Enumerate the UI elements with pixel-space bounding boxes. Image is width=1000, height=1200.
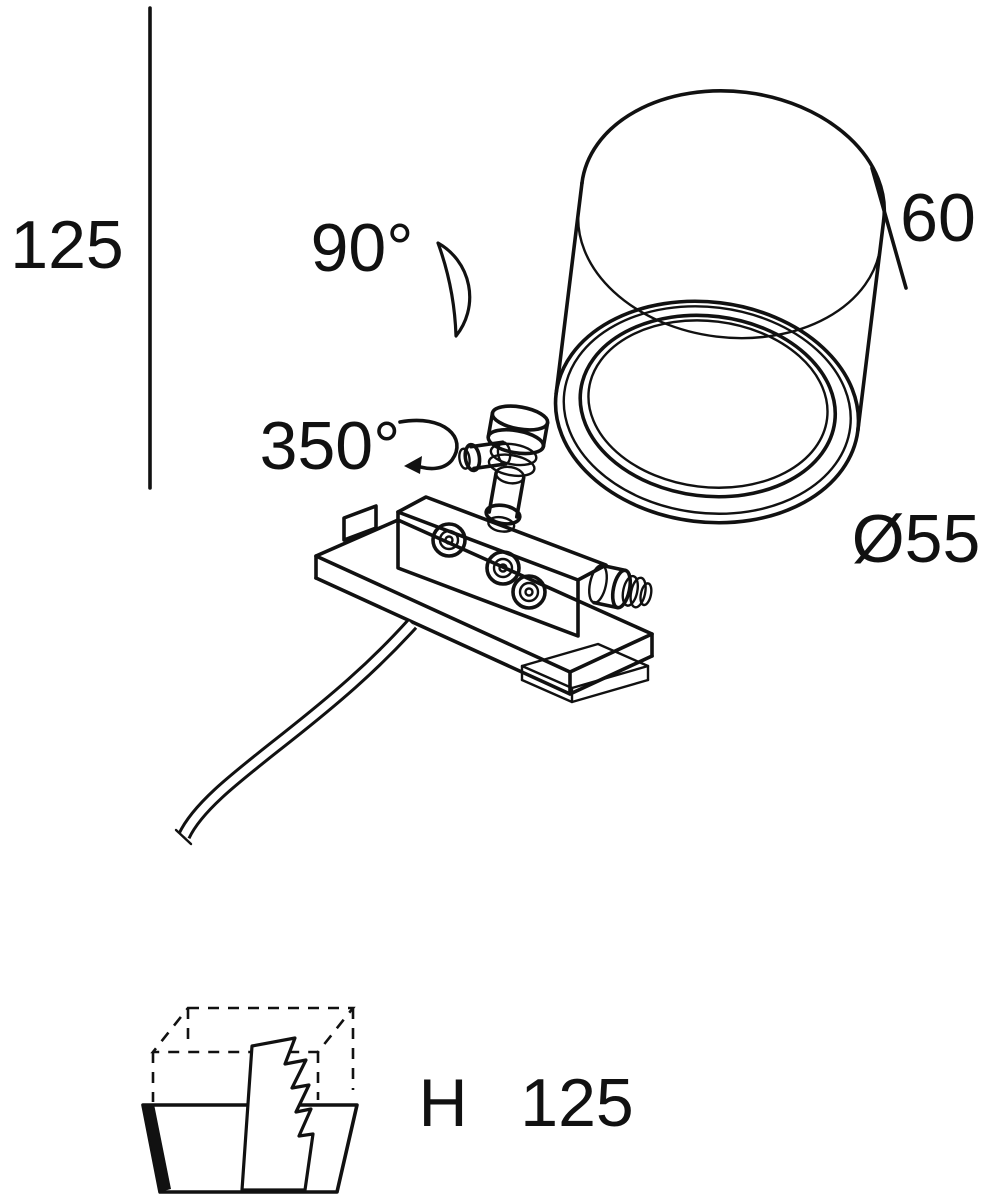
screw-outer [485, 550, 521, 586]
pivot-ridge [487, 453, 536, 478]
base-plate-tab [342, 504, 378, 542]
bracket-top-edge [396, 495, 608, 582]
cylinder-opening-ring [553, 299, 861, 525]
tilt-angle-arc [436, 241, 472, 338]
screw-center [524, 587, 534, 597]
bolt-washer [463, 442, 482, 473]
length-dimension: 60 [870, 166, 976, 290]
pivot-stem-top [494, 465, 525, 485]
bolt-head [458, 447, 471, 470]
recess-icon [141, 1006, 359, 1194]
opening-rim-inner-edge [562, 305, 852, 515]
height-label: 125 [10, 207, 123, 283]
screw-inner [518, 581, 540, 603]
recess-symbol-label: H [418, 1065, 467, 1141]
cutout-strip [240, 1036, 315, 1192]
pivot-side-bolt [458, 440, 512, 473]
connector-box-sides [520, 664, 650, 704]
pivot-joint [484, 404, 550, 533]
base-plate [314, 504, 654, 696]
mounting-bracket [396, 495, 608, 638]
rotation-arrow-arc [398, 418, 459, 471]
locking-knob [588, 563, 653, 610]
rotation-angle-label: 350° [260, 408, 401, 484]
cable-core [180, 621, 415, 838]
bolt-body-end [496, 440, 512, 466]
length-tick-line [870, 166, 908, 290]
ceiling-panel-edge [143, 1104, 171, 1192]
pivot-collar-bottom [486, 427, 546, 456]
cylinder-back-cap [580, 89, 887, 222]
screw-outer [511, 574, 547, 610]
opening-outer-rim [553, 299, 861, 525]
pivot-ridge [489, 442, 538, 467]
recess-height-dimension: H 125 [418, 1065, 633, 1141]
opening-bore-rim [578, 313, 838, 499]
recess-height-label: 125 [520, 1065, 633, 1141]
knob-ridge [629, 576, 647, 609]
knob-ridge [621, 574, 640, 607]
height-dimension: 125 [10, 6, 152, 490]
cylinder-seam-line [577, 207, 882, 340]
knob-body-end [610, 568, 633, 610]
screw-outer [431, 522, 467, 558]
screw-inner [492, 557, 514, 579]
pivot-stem-base [484, 503, 522, 526]
cable-end-cut [174, 828, 193, 846]
power-cable [174, 619, 418, 846]
connector-box-bottom [520, 678, 650, 704]
tilt-angle-annotation: 90° [311, 210, 472, 338]
pivot-collar-top [490, 404, 550, 432]
adjustment-screws [431, 522, 547, 610]
connector-box [520, 642, 650, 704]
tilt-angle-label: 90° [311, 210, 414, 286]
diameter-label: Ø55 [852, 501, 981, 577]
base-plate-bottom-edges [314, 576, 654, 696]
bracket-face [396, 510, 580, 638]
spotlight-cylinder [553, 89, 887, 525]
rotation-angle-annotation: 350° [260, 408, 459, 484]
base-plate-thickness-edges [314, 554, 654, 696]
length-label: 60 [900, 180, 976, 256]
rotation-arrow-head [404, 456, 422, 474]
opening-bore-inner [587, 319, 829, 489]
knob-tip [639, 582, 653, 607]
